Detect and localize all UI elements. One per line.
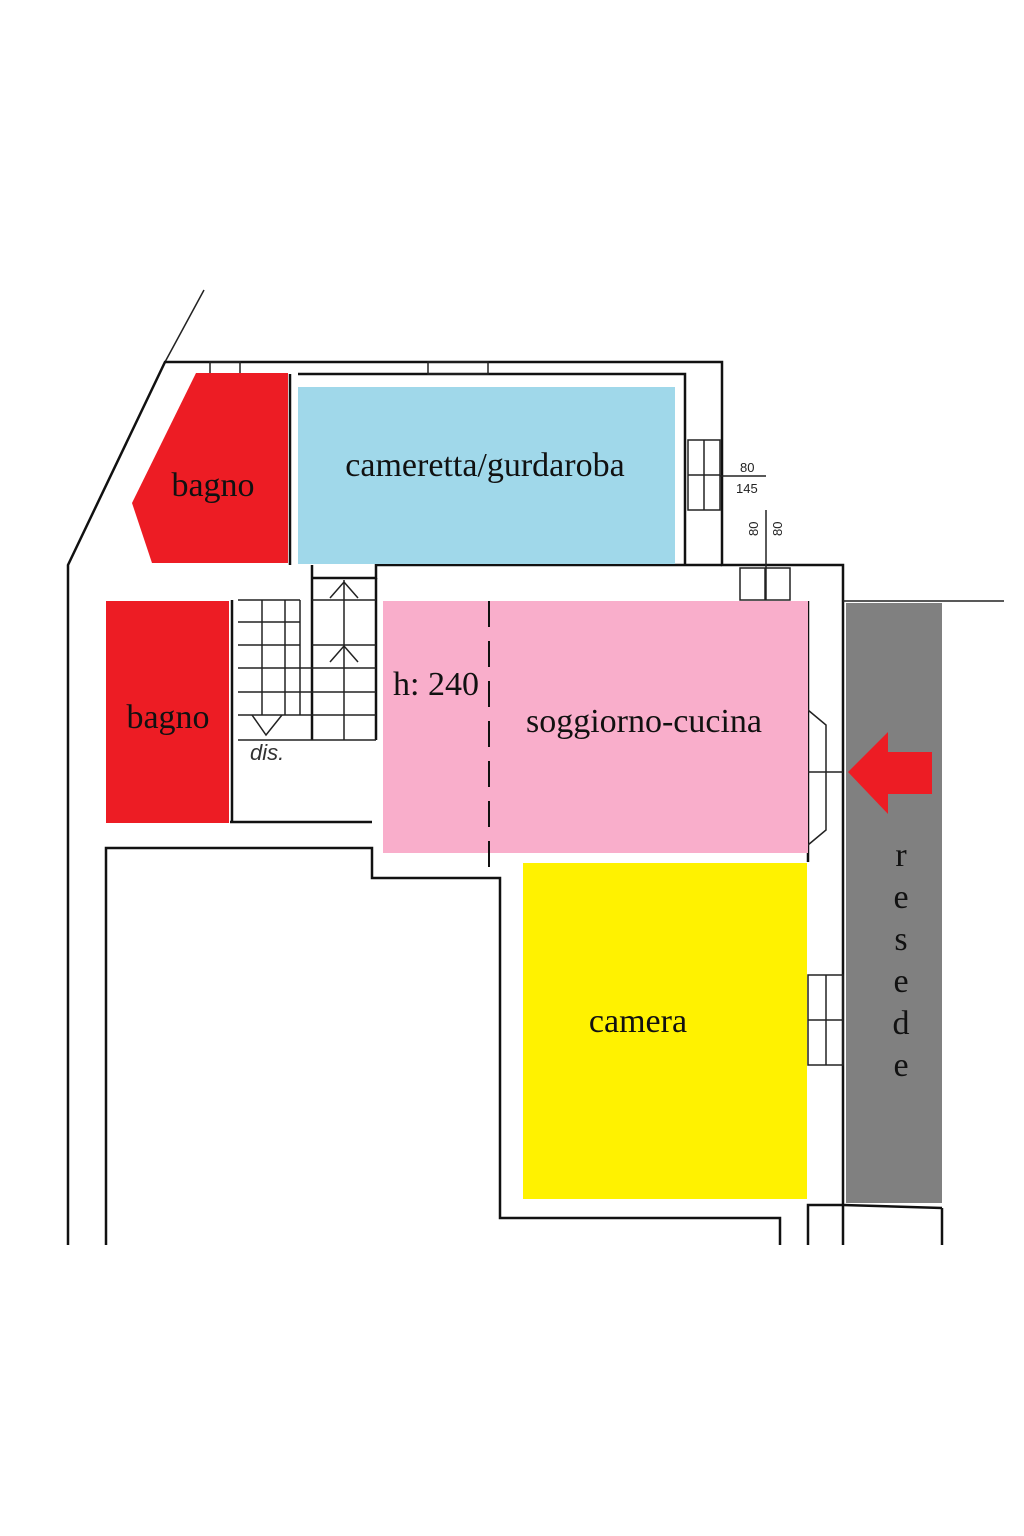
- room-bagno-top: [132, 373, 288, 563]
- resede-letter: r: [895, 837, 907, 874]
- dimension-145: 145: [736, 481, 758, 496]
- room-camera-label: camera: [589, 1003, 687, 1040]
- room-cameretta-label: cameretta/gurdaroba: [345, 447, 624, 484]
- resede-letter: e: [893, 1047, 908, 1084]
- resede-letter: d: [893, 1005, 910, 1042]
- resede-letter: e: [893, 879, 908, 916]
- resede-area: [846, 603, 942, 1203]
- resede-letter: e: [893, 963, 908, 1000]
- dimension-small-a: 80: [746, 522, 761, 536]
- entrance-arrow-icon: [848, 732, 932, 814]
- dimension-small-b: 80: [770, 522, 785, 536]
- room-soggiorno-cucina: [383, 601, 808, 853]
- staircase: [238, 580, 376, 741]
- resede-label: r e s e d e: [893, 837, 910, 1084]
- room-camera: [523, 863, 807, 1199]
- height-note: h: 240: [393, 666, 479, 703]
- room-soggiorno-cucina-label: soggiorno-cucina: [526, 703, 762, 740]
- property-line: [164, 289, 205, 363]
- room-dis-label: dis.: [250, 740, 284, 765]
- windows: [209, 361, 844, 1066]
- room-bagno-left-label: bagno: [126, 699, 209, 736]
- dimension-80: 80: [740, 460, 754, 475]
- room-cameretta: [298, 387, 675, 564]
- dimension-annotation: 80 145 80 80: [720, 460, 785, 600]
- outer-walls: [66, 360, 1004, 1245]
- resede-letter: s: [894, 921, 907, 958]
- room-bagno-top-label: bagno: [171, 467, 254, 504]
- room-bagno-left: [106, 601, 229, 823]
